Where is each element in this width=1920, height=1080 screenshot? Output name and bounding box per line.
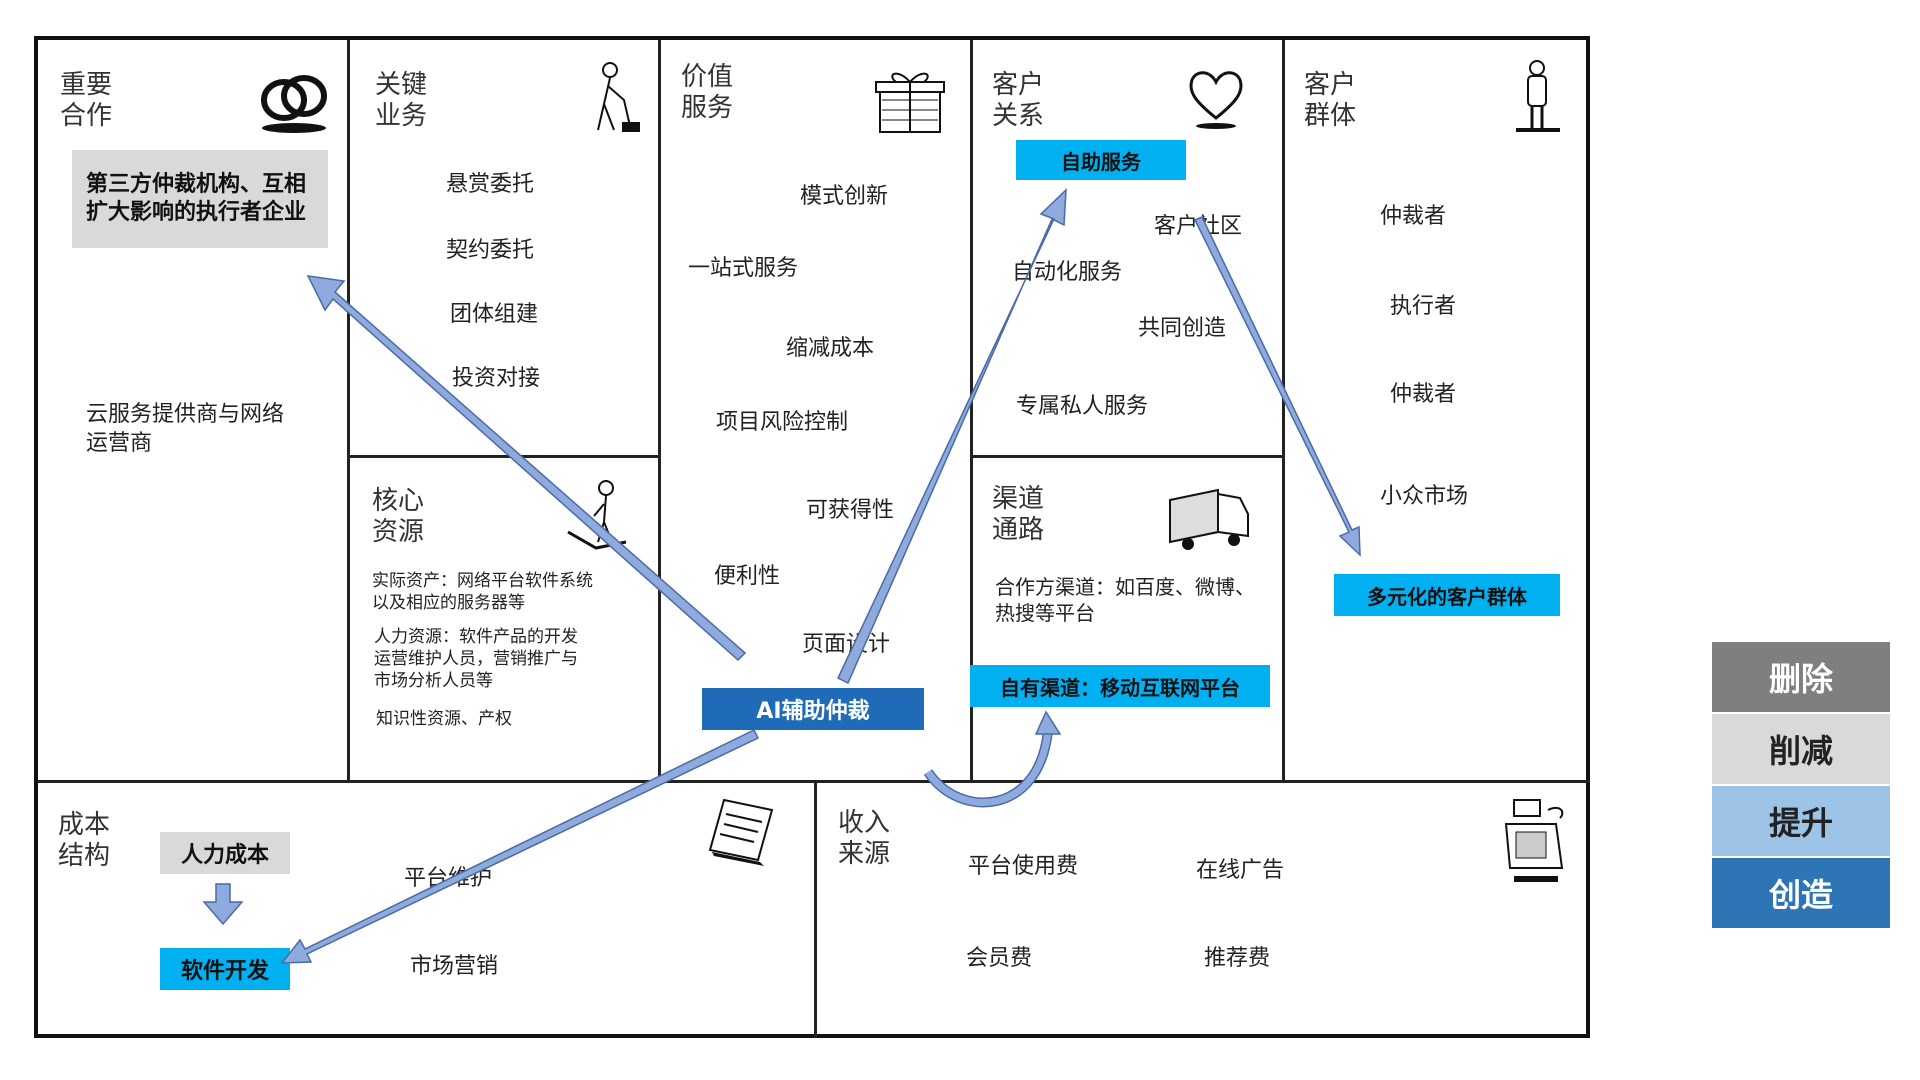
key-resource-item: 实际资产：网络平台软件系统以及相应的服务器等	[372, 571, 593, 613]
rings-icon	[261, 75, 327, 133]
relationship-item: 专属私人服务	[1016, 394, 1149, 419]
revenue-item: 推荐费	[1204, 946, 1271, 971]
value-item: 模式创新	[800, 184, 889, 209]
legend-create: 创造	[1712, 858, 1890, 928]
revenue-item: 在线广告	[1196, 858, 1285, 883]
relationship-item: 共同创造	[1138, 316, 1227, 341]
revenue-item: 会员费	[966, 946, 1033, 971]
value-item: 缩减成本	[786, 336, 875, 361]
arrow-to-customer-groups	[1193, 216, 1361, 557]
key-partner-item: 云服务提供商与网络运营商	[86, 402, 285, 456]
cost-item: 市场营销	[410, 954, 499, 979]
value-propositions-title: 价值 服务	[681, 62, 734, 123]
key-activity-item: 投资对接	[452, 366, 541, 391]
channel-item: 合作方渠道：如百度、微博、热搜等平台	[995, 575, 1255, 625]
truck-icon	[1169, 488, 1249, 550]
key-activity-item: 契约委托	[446, 238, 535, 263]
value-item: 便利性	[714, 564, 781, 589]
key-resource-item: 知识性资源、产权	[376, 709, 512, 729]
key-activities-title: 关键 业务	[375, 70, 428, 131]
key-activity-item: 团体组建	[450, 302, 539, 327]
key-resources-title: 核心 资源	[372, 486, 425, 547]
cost-structure-title: 成本 结构	[58, 810, 111, 871]
key-partners-highlight: 第三方仲裁机构、互相扩大影响的执行者企业	[72, 150, 328, 248]
divider	[347, 40, 350, 780]
value-item: 可获得性	[806, 498, 895, 523]
channels-title: 渠道 通路	[992, 484, 1045, 545]
key-resource-item: 人力资源：软件产品的开发运营维护人员，营销推广与市场分析人员等	[374, 627, 578, 691]
segment-item: 仲裁者	[1380, 204, 1447, 229]
key-partners-title: 重要 合作	[60, 70, 113, 131]
divider	[1282, 40, 1285, 780]
divider	[347, 455, 658, 458]
relationship-highlight: 自助服务	[1016, 140, 1186, 180]
cost-highlight-reduce: 人力成本	[160, 832, 290, 874]
cost-highlight-create: 软件开发	[160, 948, 290, 990]
segment-highlight: 多元化的客户群体	[1334, 574, 1560, 616]
arrow-to-self-service	[837, 188, 1067, 685]
customer-segments-title: 客户 群体	[1304, 70, 1357, 131]
value-item: 一站式服务	[688, 256, 799, 281]
divider	[970, 40, 973, 780]
legend-raise: 提升	[1712, 786, 1890, 856]
segment-item: 仲裁者	[1390, 382, 1457, 407]
gift-box-icon	[875, 72, 945, 133]
relationship-item: 自动化服务	[1012, 260, 1123, 285]
arrow-to-partners	[306, 275, 747, 662]
value-item: 页面设计	[802, 632, 891, 657]
person-icon	[1516, 60, 1560, 132]
cash-register-icon	[1504, 799, 1564, 882]
segment-item: 小众市场	[1380, 484, 1469, 509]
receipt-icon	[708, 798, 774, 866]
heart-icon	[1189, 71, 1243, 129]
revenue-streams-title: 收入 来源	[838, 808, 891, 869]
legend-reduce: 削减	[1712, 714, 1890, 784]
segment-item: 执行者	[1390, 294, 1457, 319]
arrow-to-software-dev	[280, 729, 760, 964]
divider	[814, 780, 817, 1038]
value-item: 项目风险控制	[716, 410, 849, 435]
worker-mopping-icon	[597, 62, 640, 132]
arrow-down-cost	[202, 883, 244, 926]
divider	[658, 40, 661, 780]
revenue-item: 平台使用费	[968, 854, 1079, 879]
channel-highlight: 自有渠道：移动互联网平台	[970, 665, 1270, 707]
divider	[970, 455, 1282, 458]
key-activity-item: 悬赏委托	[446, 172, 535, 197]
value-highlight: AI辅助仲裁	[702, 688, 924, 730]
legend-delete: 删除	[1712, 642, 1890, 712]
customer-relationships-title: 客户 关系	[992, 70, 1045, 131]
